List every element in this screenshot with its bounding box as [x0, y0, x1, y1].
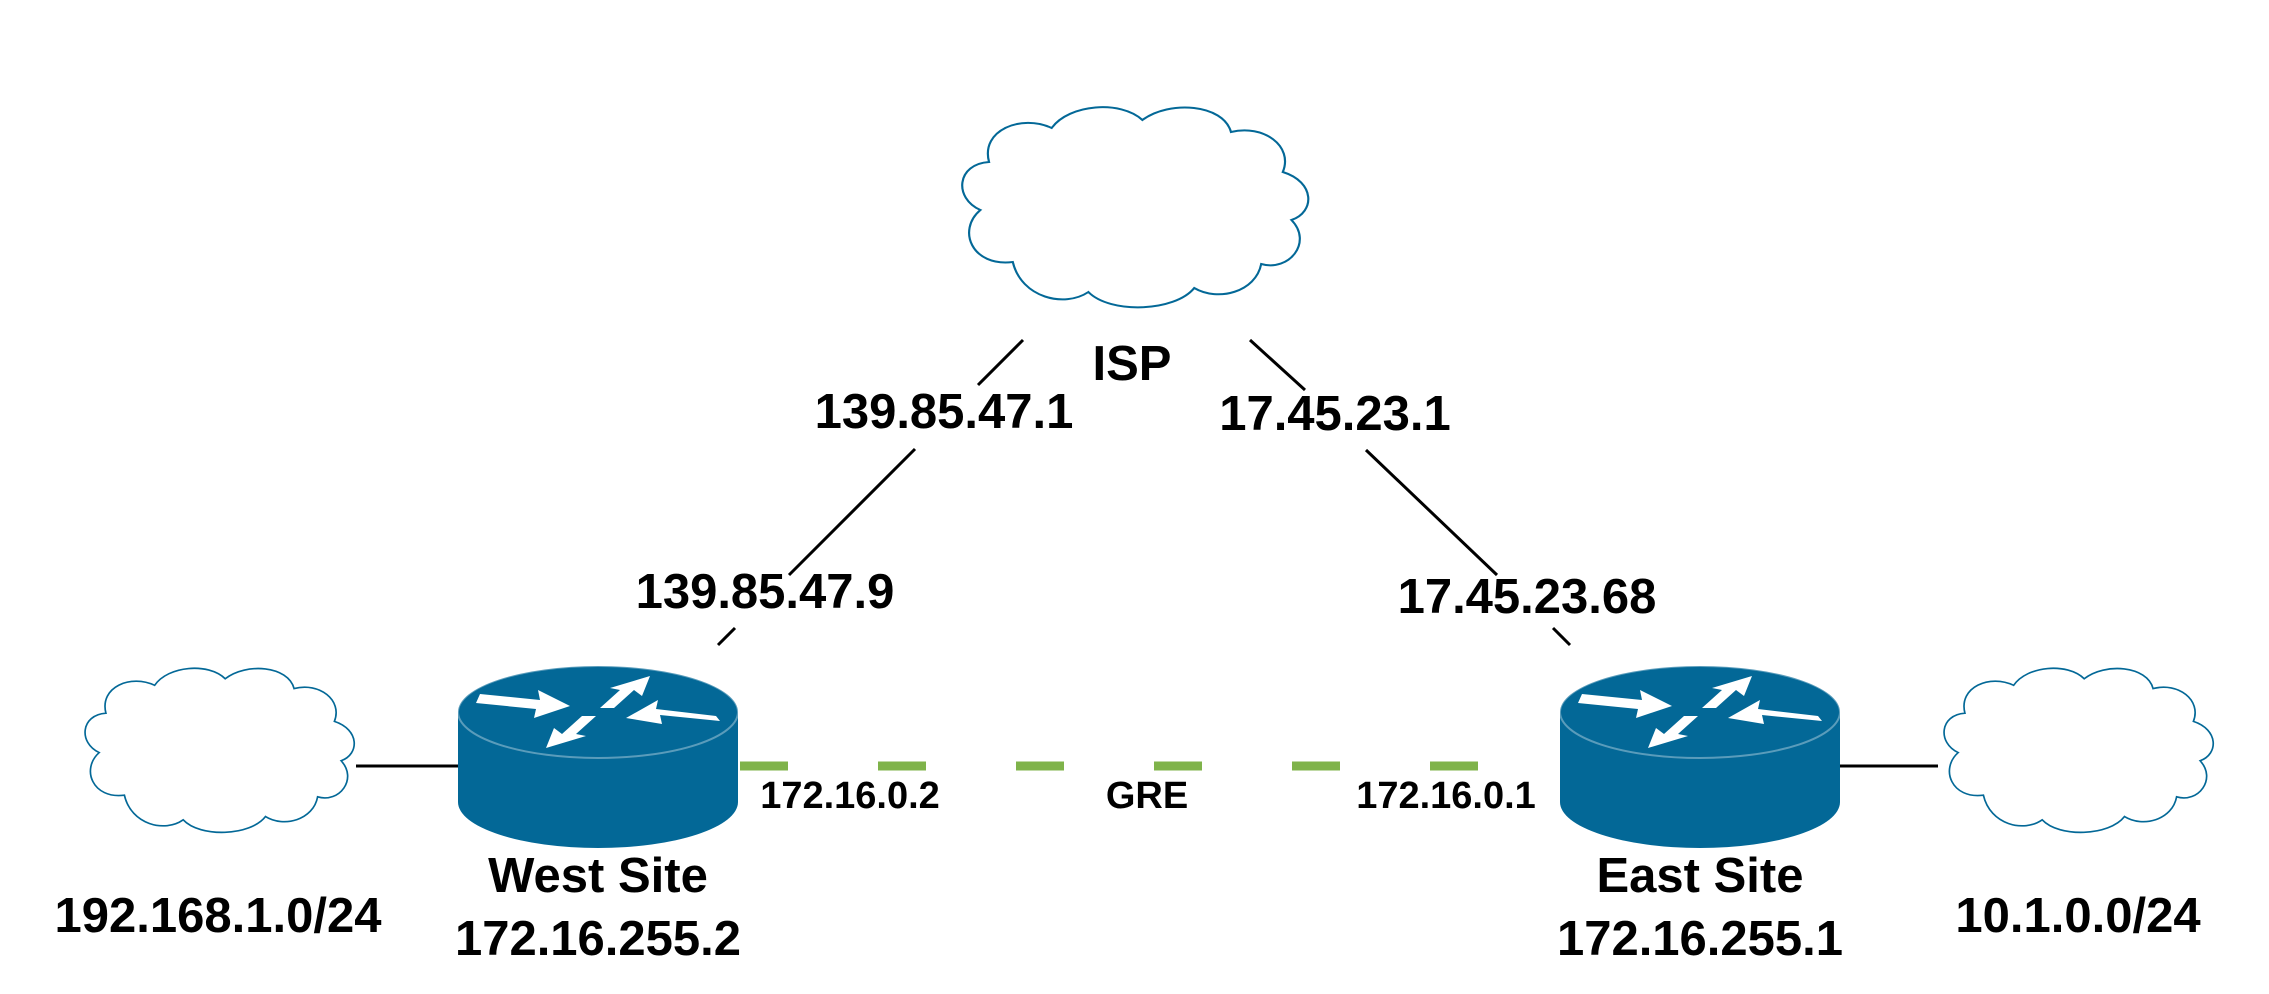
isp-west-ip-label: 139.85.47.1 [815, 385, 1074, 439]
east-lan-subnet-label: 10.1.0.0/24 [1955, 889, 2200, 943]
east-site-label: East Site [1597, 849, 1804, 903]
east-wan-ip-label: 17.45.23.68 [1398, 570, 1657, 624]
router-icon [457, 665, 739, 849]
isp-east-ip-label: 17.45.23.1 [1219, 387, 1451, 441]
isp-cloud [961, 106, 1310, 309]
cloud-icon [84, 667, 356, 834]
west-loopback-label: 172.16.255.2 [455, 912, 741, 966]
isp-east-link-bottom [1551, 626, 1572, 647]
router-icon [1559, 665, 1841, 849]
isp-label: ISP [1093, 337, 1172, 391]
west-tunnel-ip-label: 172.16.0.2 [760, 775, 940, 817]
west-router [457, 665, 739, 849]
isp-west-link-bottom [716, 626, 737, 647]
west-site-label: West Site [488, 849, 708, 903]
cloud-icon [961, 106, 1310, 309]
isp-west-link-mid [787, 447, 917, 577]
west-lan-subnet-label: 192.168.1.0/24 [55, 889, 382, 943]
east-tunnel-ip-label: 172.16.0.1 [1356, 775, 1536, 817]
east-lan-cloud [1943, 667, 2215, 834]
west-lan-cloud [84, 667, 356, 834]
gre-label: GRE [1106, 775, 1188, 817]
west-wan-ip-label: 139.85.47.9 [636, 565, 895, 619]
isp-east-link-mid [1364, 448, 1499, 577]
east-loopback-label: 172.16.255.1 [1557, 912, 1843, 966]
east-router [1559, 665, 1841, 849]
isp-east-link-top [1248, 338, 1307, 392]
isp-west-link-top [976, 338, 1025, 387]
cloud-icon [1943, 667, 2215, 834]
